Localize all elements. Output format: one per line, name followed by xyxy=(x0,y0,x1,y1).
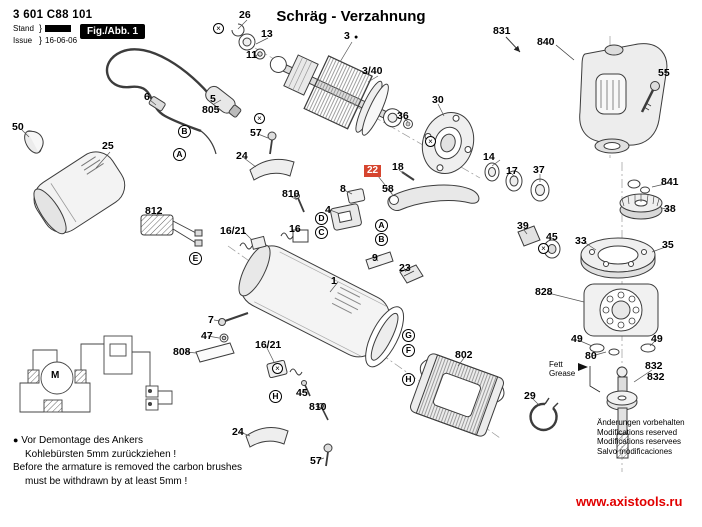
note-en: Modifications reserved xyxy=(597,427,678,437)
footnote-line-en-1: Before the armature is removed the carbo… xyxy=(13,462,243,473)
grease-label-en: Grease xyxy=(549,369,576,378)
switch-parts-drawing xyxy=(239,188,424,284)
stand-value-obscured xyxy=(45,24,72,32)
footnote: ● Vor Demontage des Ankers Kohlebürsten … xyxy=(13,434,242,488)
lower-parts-drawing xyxy=(245,359,333,467)
grease-label-de: Fett xyxy=(549,360,563,369)
footnote-line-de-2: Kohlebürsten 5mm zurückziehen ! xyxy=(25,448,177,460)
stator-drawing xyxy=(409,353,505,437)
page-title: Schräg - Verzahnung xyxy=(276,8,426,25)
cover-upper-drawing xyxy=(249,131,295,181)
mounting-flange-drawing xyxy=(580,237,656,279)
cap-drawing xyxy=(24,130,44,154)
stand-label: Stand xyxy=(13,23,34,33)
watermark-link[interactable]: www.axistools.ru xyxy=(576,494,683,509)
leader-lines xyxy=(21,19,670,461)
issue-date: 16-06-06 xyxy=(45,35,78,45)
bearing-stack-drawing xyxy=(231,23,266,60)
note-es: Salvo modificaciones xyxy=(597,446,673,456)
clamp-ring-drawing xyxy=(529,397,559,432)
grease-note: Fett Grease xyxy=(549,360,589,378)
note-fr: Modifications reservees xyxy=(597,437,682,446)
bevel-gear-drawing xyxy=(619,193,663,220)
footnote-line-en-2: must be withdrawn by at least 5mm ! xyxy=(25,475,188,487)
power-cord-drawing xyxy=(105,48,242,155)
stand-row: Stand } xyxy=(13,23,92,33)
motor-housing-drawing xyxy=(238,244,405,368)
capacitor-drawing xyxy=(140,214,203,247)
spindle-parts-drawing xyxy=(627,179,650,194)
handle-housing-drawing xyxy=(33,151,126,235)
issue-label: Issue xyxy=(13,35,33,45)
footnote-line-de-1: Vor Demontage des Ankers xyxy=(21,435,143,446)
note-de: Änderungen vorbehalten xyxy=(597,418,685,427)
issue-row: Issue } 16-06-06 xyxy=(13,35,92,45)
bearing-flange-drawing xyxy=(421,112,475,174)
grease-pointer xyxy=(589,366,601,393)
screw-parts-drawing xyxy=(195,312,249,363)
figure-badge: Fig./Abb. 1 xyxy=(80,24,146,39)
brace-glyph: } xyxy=(39,23,43,33)
legal-notes: Änderungen vorbehalten Modifications res… xyxy=(597,418,685,456)
doc-header: 3 601 C88 101 Stand } Issue } 16-06-06 xyxy=(13,9,92,45)
small-bearing-core xyxy=(405,121,411,127)
washer-row-drawing xyxy=(589,343,656,356)
bearing-cover-drawing xyxy=(583,283,659,337)
brace-glyph: } xyxy=(39,35,43,45)
washer-set-drawing xyxy=(484,162,550,202)
document-number: 3 601 C88 101 xyxy=(13,9,93,21)
footnote-bullet: ● xyxy=(13,435,19,445)
grease-flag-icon xyxy=(578,363,589,371)
gear-head-drawing xyxy=(505,36,668,154)
output-spindle-drawing xyxy=(606,366,638,459)
wiring-schematic-drawing xyxy=(19,335,173,413)
clamp-lever-drawing xyxy=(387,171,480,212)
armature-drawing xyxy=(269,54,403,136)
